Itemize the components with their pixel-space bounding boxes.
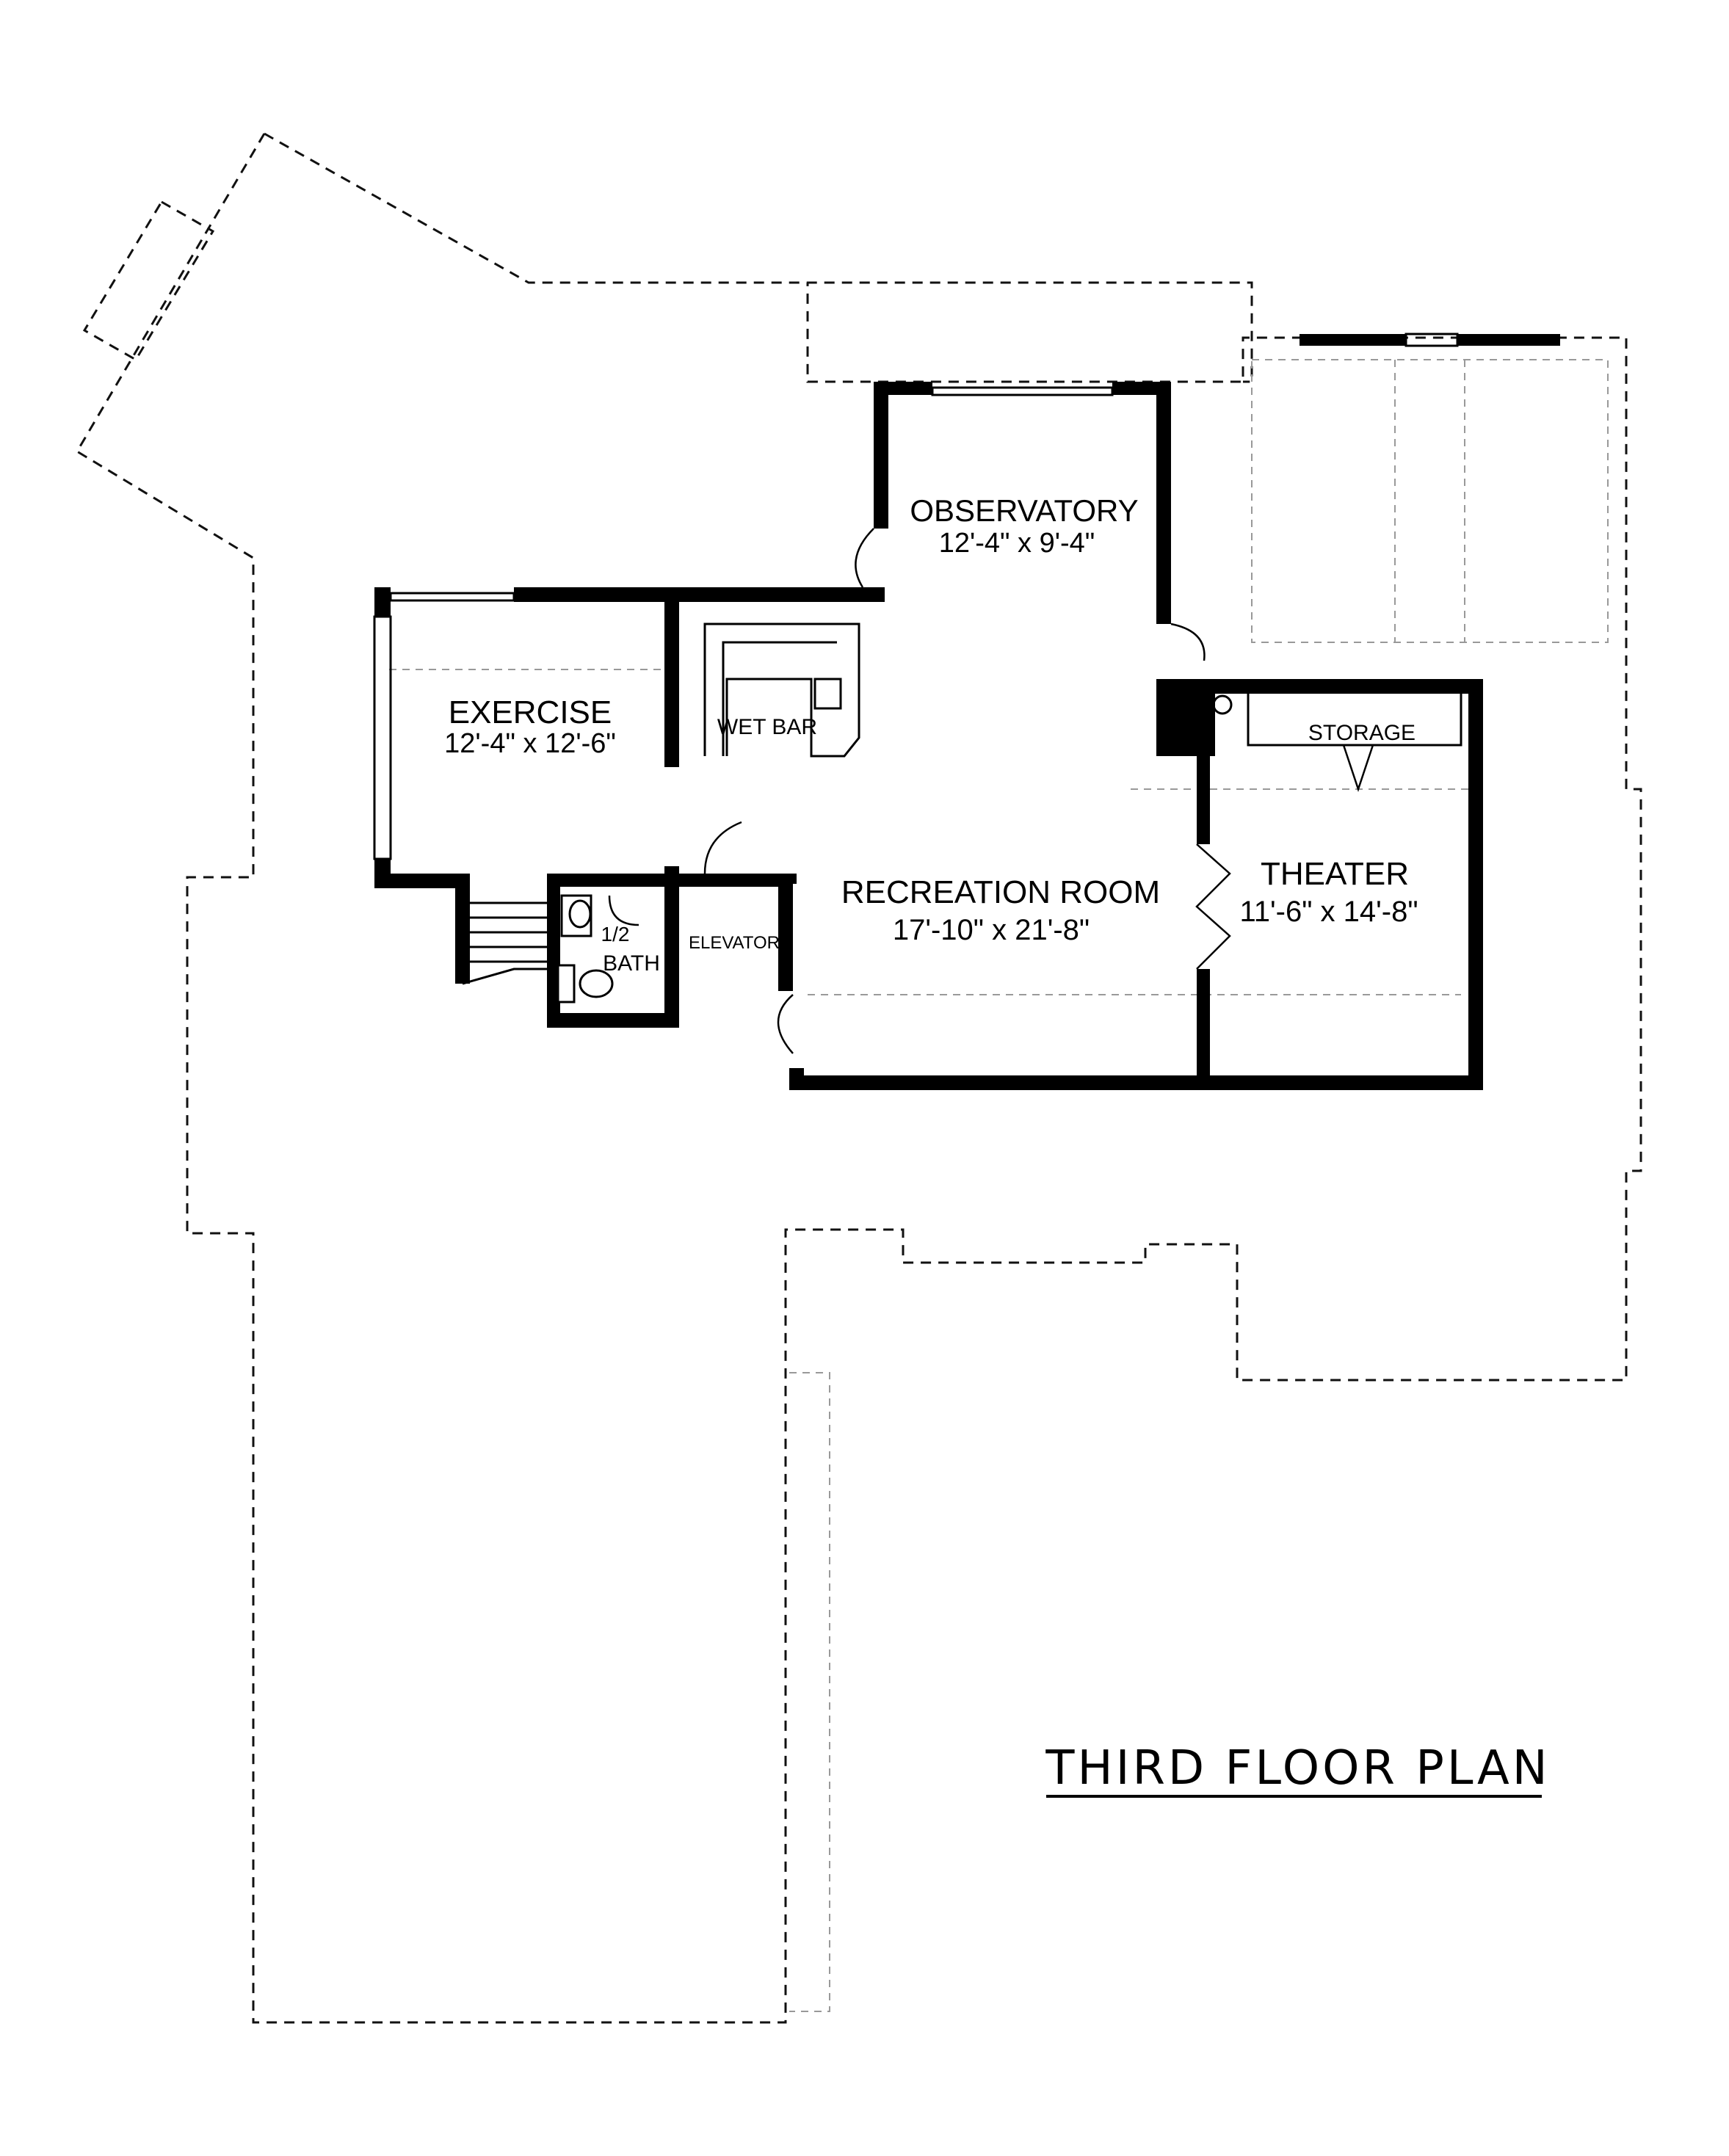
doors xyxy=(608,528,1374,1054)
theater-label: THEATER xyxy=(1261,856,1409,892)
observatory-label: OBSERVATORY xyxy=(910,493,1138,528)
exercise-label: EXERCISE xyxy=(449,694,612,730)
exercise-size: 12'-4" x 12'-6" xyxy=(444,728,616,759)
observatory-size: 12'-4" x 9'-4" xyxy=(939,528,1095,559)
plan-title: THIRD FLOOR PLAN xyxy=(1045,1741,1550,1796)
faint-lines xyxy=(389,359,1609,2012)
recreation-room-label: RECREATION ROOM xyxy=(841,874,1160,910)
stairs xyxy=(461,885,547,985)
elevator-label: ELEVATOR xyxy=(689,933,780,953)
half-bath-label-line2: BATH xyxy=(603,951,660,976)
storage-label: STORAGE xyxy=(1308,721,1416,745)
roof-outline xyxy=(75,132,1642,2024)
theater-size: 11'-6" x 14'-8" xyxy=(1239,896,1418,928)
half-bath-label-line1: 1/2 xyxy=(601,923,630,945)
recreation-room-size: 17'-10" x 21'-8" xyxy=(893,914,1090,946)
bath-fixtures xyxy=(557,894,614,1003)
windows xyxy=(373,333,1560,860)
wet-bar-counter xyxy=(703,623,1462,758)
wet-bar-label: WET BAR xyxy=(717,715,817,739)
